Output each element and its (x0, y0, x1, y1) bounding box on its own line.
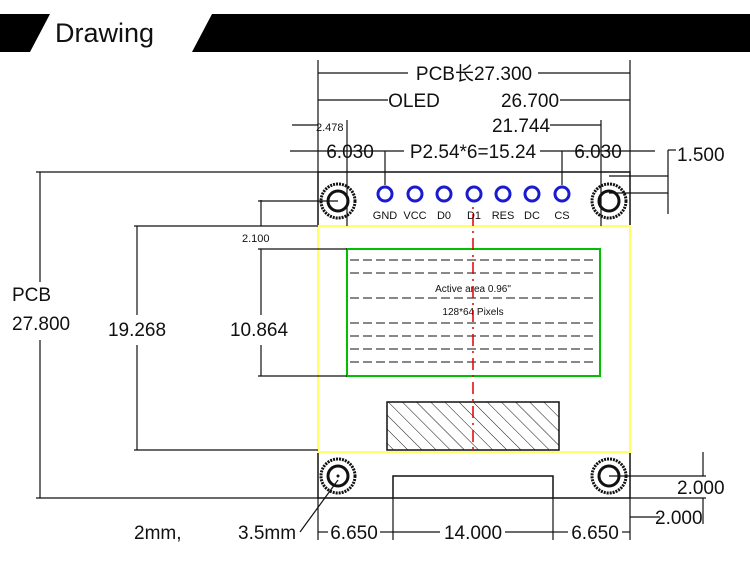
pin-header (376, 185, 571, 203)
dim-pcb-height: 27.800 (12, 314, 70, 335)
dim-pin-pitch: P2.54*6=15.24 (410, 142, 537, 163)
dimension-lines (36, 60, 706, 540)
dim-bottom-right: 6.650 (571, 523, 619, 544)
dim-pcb-width: PCB长27.300 (416, 63, 532, 85)
pin-label: D0 (437, 210, 451, 222)
dim-oled-width: 26.700 (501, 91, 559, 112)
pin-label: DC (524, 210, 540, 222)
pin-label: VCC (403, 210, 426, 222)
header-tab (30, 14, 212, 52)
dim-hole-diameter-a: 2mm, (134, 523, 182, 544)
pin-label: GND (373, 210, 398, 222)
fpc-tab (392, 475, 554, 498)
display-panel (317, 225, 631, 453)
mounting-hole-bottom-left (319, 457, 357, 495)
dim-bottom-left: 6.650 (330, 523, 378, 544)
dim-right-margin: 6.030 (574, 142, 622, 163)
dim-bottom-hole: 2.000 (677, 478, 725, 499)
pin-label: D1 (467, 210, 481, 222)
dim-fpc-width: 14.000 (444, 523, 502, 544)
dim-hole-offset: 1.500 (677, 145, 725, 166)
dim-panel-height: 19.268 (108, 320, 166, 341)
dim-left-offset-small: 2.478 (316, 122, 344, 134)
dim-active-height: 10.864 (230, 320, 289, 341)
dim-bottom-edge: 2.000 (655, 508, 703, 529)
dim-top-gap: 2.100 (242, 233, 270, 245)
dim-hole-diameter-b: 3.5mm (238, 523, 296, 544)
dim-left-margin: 6.030 (326, 142, 374, 163)
dim-pcb-height-label: PCB (12, 285, 51, 306)
pin-label: CS (554, 210, 569, 222)
header-title: Drawing (55, 18, 155, 48)
dim-oled-label: OLED (388, 91, 440, 112)
mounting-hole-top-right (590, 182, 628, 220)
dim-glass-width: 21.744 (492, 116, 551, 137)
pin-label: RES (492, 210, 515, 222)
